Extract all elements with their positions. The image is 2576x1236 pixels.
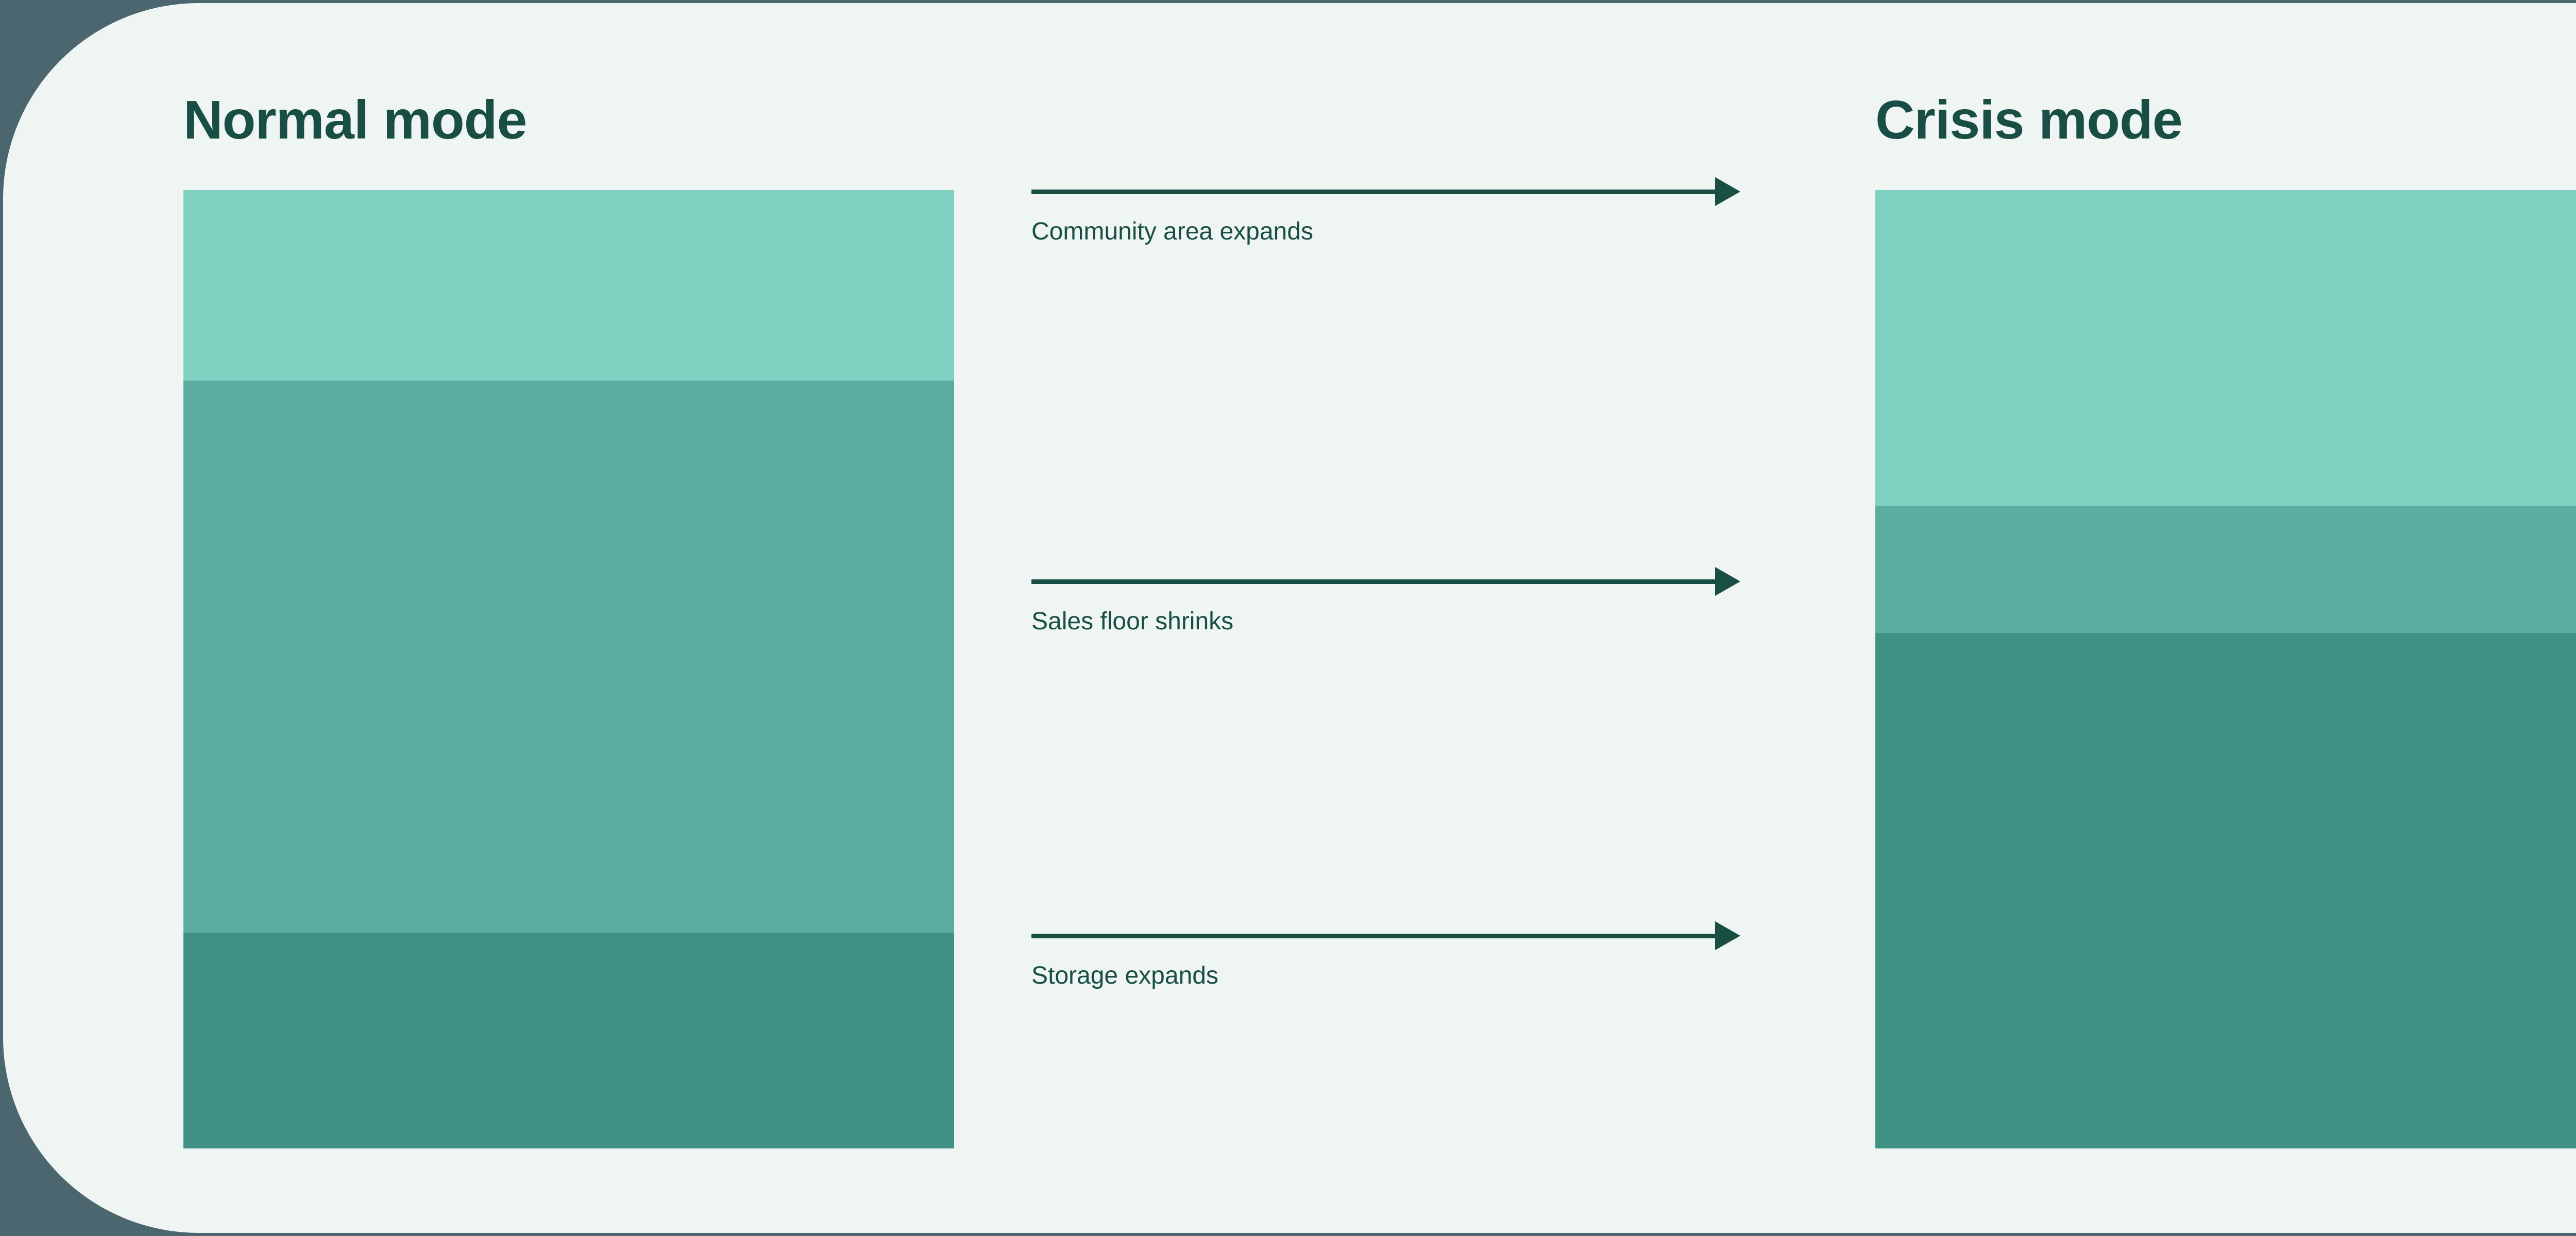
annotation-sales-floor: Sales floor shrinks	[1031, 567, 1740, 636]
annotation-storage: Storage expands	[1031, 921, 1740, 990]
right-arrow-icon	[1031, 177, 1740, 206]
crisis-sales-floor-segment	[1875, 506, 2576, 633]
normal-mode-title: Normal mode	[183, 90, 527, 150]
normal-community-area-segment	[183, 190, 954, 381]
annotation-community-area: Community area expands	[1031, 177, 1740, 246]
annotation-label-community: Community area expands	[1031, 218, 1313, 245]
rounded-panel: Normal mode Crisis mode Community area e…	[3, 3, 2576, 1233]
annotation-label-storage: Storage expands	[1031, 962, 1218, 989]
normal-mode-column	[183, 190, 954, 1148]
crisis-community-area-segment	[1875, 190, 2576, 507]
crisis-mode-title: Crisis mode	[1875, 90, 2183, 150]
normal-sales-floor-segment	[183, 381, 954, 933]
right-arrow-icon	[1031, 921, 1740, 950]
crisis-storage-segment	[1875, 632, 2576, 1148]
crisis-mode-column	[1875, 190, 2576, 1148]
normal-storage-segment	[183, 933, 954, 1148]
right-arrow-icon	[1031, 567, 1740, 596]
annotation-label-sales: Sales floor shrinks	[1031, 608, 1234, 635]
